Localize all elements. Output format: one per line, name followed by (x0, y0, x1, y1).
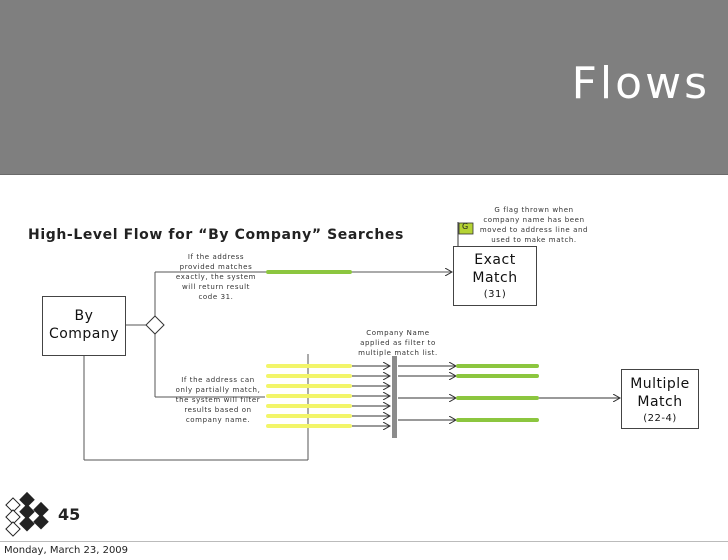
filter-output-arrows (398, 366, 456, 420)
diagram-subtitle: High-Level Flow for “By Company” Searche… (28, 227, 404, 243)
exact-match-line1: Exact (474, 252, 516, 268)
footer-date: Monday, March 23, 2009 (4, 545, 129, 556)
multiple-match-code: (22-4) (643, 413, 677, 424)
filter-input-arrows (352, 366, 390, 426)
node-exact-match: Exact Match (31) (453, 246, 537, 306)
by-company-line1: By (74, 308, 94, 324)
footer-divider (0, 541, 728, 542)
exact-match-code: (31) (483, 289, 507, 300)
by-company-line2: Company (48, 326, 120, 342)
partial-results-lines (266, 364, 352, 428)
note-filter: Company Name applied as filter to multip… (358, 329, 438, 357)
decision-diamond (145, 315, 165, 335)
slide-title: Flows (571, 58, 710, 109)
note-partial-condition: If the address can only partially match,… (175, 376, 261, 424)
header-band: Flows (0, 0, 728, 175)
company-name-filter-bar (392, 356, 397, 438)
g-flag-icon (457, 222, 474, 246)
note-exact-condition: If the address provided matches exactly,… (175, 253, 257, 301)
filtered-results-lines (456, 364, 539, 422)
multiple-match-line2: Match (637, 394, 683, 410)
node-multiple-match: Multiple Match (22-4) (621, 369, 699, 429)
note-g-flag: G flag thrown when company name has been… (479, 206, 589, 244)
logo-icon (5, 491, 49, 537)
exact-match-line2: Match (472, 270, 518, 286)
multiple-match-line1: Multiple (630, 376, 690, 392)
node-by-company: By Company (42, 296, 126, 356)
g-flag-label: G (462, 222, 469, 231)
page-number: 45 (58, 505, 81, 524)
